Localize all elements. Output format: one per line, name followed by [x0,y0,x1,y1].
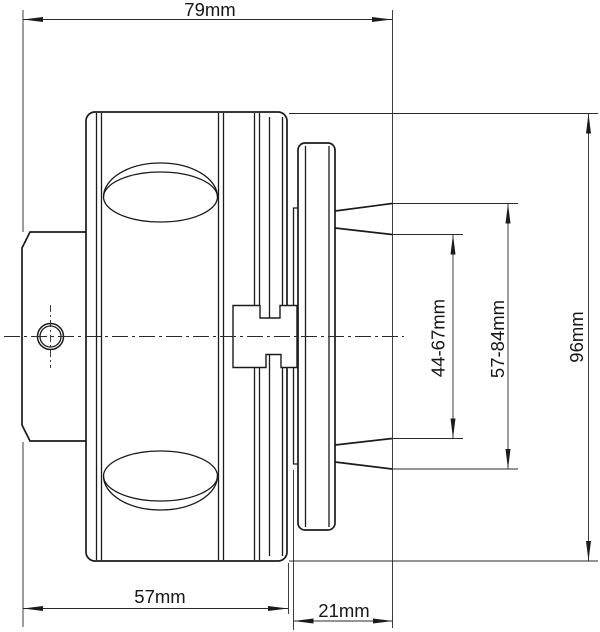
extension-lines [22,10,598,630]
slot-upper [102,162,219,223]
dimension-79mm-label: 79mm [184,0,235,20]
arrow-up-icon [586,113,591,134]
arrow-down-icon [586,541,591,561]
arrow-down-icon [505,449,511,469]
slot-upper-arc [102,162,219,198]
dimension-57mm-label: 57mm [134,586,185,607]
coupling-body [4,111,404,562]
clamp-cone [334,202,393,470]
dimension-57-84mm: 57-84mm [487,203,511,469]
slot-lower-arc [102,475,219,511]
clamp-cone-lower-inner [334,437,393,446]
arrow-left-icon [293,618,314,624]
arrow-left-icon [23,606,43,611]
dimension-21mm: 21mm [293,600,393,624]
arrow-right-icon [373,618,393,624]
dimension-96mm-label: 96mm [566,311,587,362]
arrow-right-icon [268,606,288,611]
clamp-cone-upper-inner [334,227,393,236]
dimension-96mm: 96mm [566,113,591,561]
dimension-44-67mm-label: 44-67mm [428,299,449,377]
dimension-57mm: 57mm [23,586,288,611]
arrow-right-icon [372,17,392,22]
clamp-cone-lower-outer [334,461,393,470]
arrow-up-icon [505,203,511,224]
dimension-57-84mm-label: 57-84mm [487,300,508,378]
slot-lower [102,450,219,511]
arrow-down-icon [450,418,456,439]
spider-block [232,304,298,369]
arrow-up-icon [450,234,456,255]
dimension-21mm-label: 21mm [318,600,369,621]
arrow-left-icon [23,17,43,22]
dimension-44-67mm: 44-67mm [428,234,456,439]
dimension-79mm: 79mm [23,0,392,22]
clamp-cone-upper-outer [334,202,393,212]
